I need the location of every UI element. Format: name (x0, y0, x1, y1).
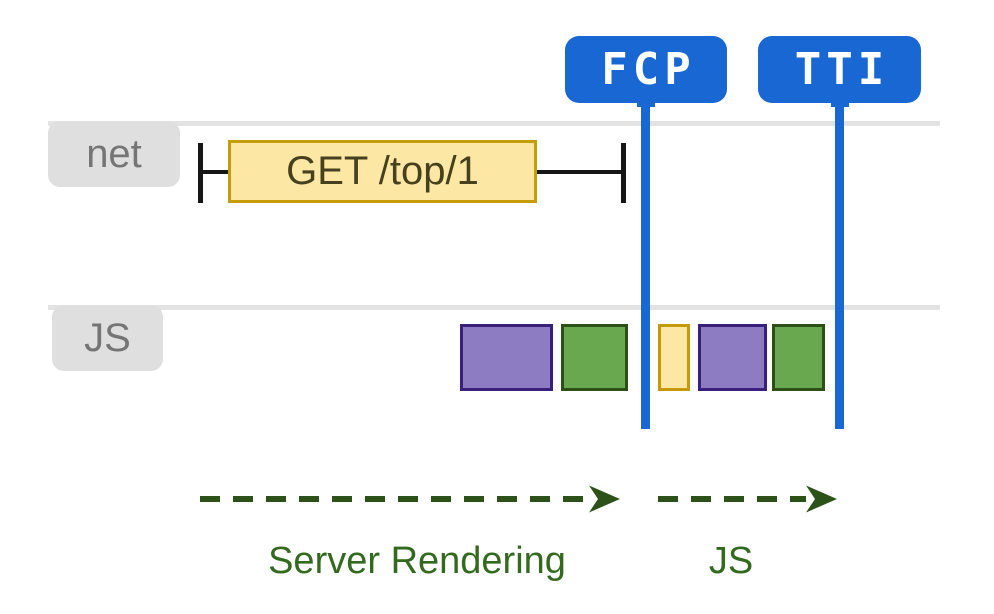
request-left-connector (200, 170, 232, 174)
request-end-tick (621, 143, 626, 203)
js-block-purple-2 (698, 324, 767, 391)
js-block-purple-1 (460, 324, 553, 391)
js-track-label: JS (52, 305, 163, 371)
fcp-marker-line (641, 100, 650, 429)
network-request-box: GET /top/1 (228, 140, 537, 203)
net-track-line (48, 121, 940, 126)
request-right-connector (533, 170, 623, 174)
js-track-line (48, 305, 940, 310)
fcp-badge: FCP (565, 36, 727, 103)
js-phase-arrow (658, 485, 837, 513)
js-block-green-2 (772, 324, 825, 391)
request-start-tick (198, 143, 203, 203)
server-rendering-phase-arrow (200, 485, 620, 513)
server-rendering-phase-label: Server Rendering (268, 540, 566, 582)
tti-marker-line (835, 100, 844, 429)
js-block-yellow-1 (658, 324, 690, 391)
tti-badge: TTI (758, 36, 921, 103)
js-block-green-1 (561, 324, 628, 391)
js-phase-label: JS (708, 540, 754, 582)
net-track-label: net (48, 121, 180, 187)
